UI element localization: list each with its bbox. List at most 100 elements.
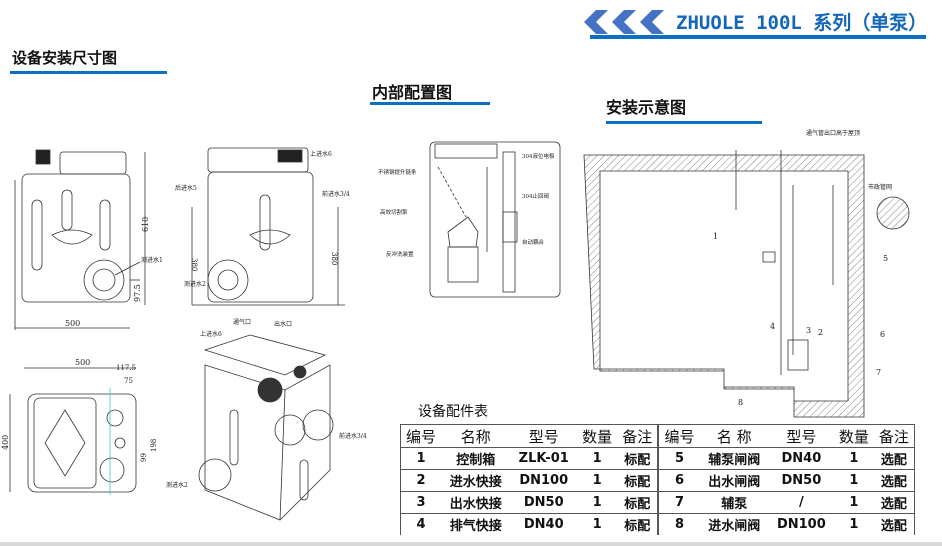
cell: / bbox=[768, 491, 834, 514]
label-vent-note: 通气管出口高于屋顶 bbox=[806, 129, 860, 137]
cell: 1 bbox=[833, 447, 874, 470]
chevrons-icon bbox=[584, 10, 664, 34]
dim-75: 75 bbox=[124, 377, 133, 385]
label-outlet: 出水口 bbox=[274, 320, 292, 328]
bottom-bar bbox=[0, 542, 942, 546]
cell: DN40 bbox=[510, 513, 578, 535]
cell: 辅泵 bbox=[699, 491, 769, 514]
cell: 1 bbox=[833, 469, 874, 492]
cell: DN50 bbox=[510, 491, 578, 514]
cell: 3 bbox=[400, 491, 442, 514]
dim-99: 99 bbox=[140, 453, 148, 462]
label-rear-inlet: 后进水5 bbox=[175, 184, 197, 192]
dimension-drawings: 500 610 97.5 测进水1 上进水6 后进水5 前进水3/4 测进水2 … bbox=[1, 147, 367, 521]
dim-top-width: 500 bbox=[75, 358, 90, 367]
dim-height: 610 bbox=[141, 217, 150, 232]
cell: 1 bbox=[400, 447, 442, 470]
cell: 选配 bbox=[873, 491, 915, 514]
label-vent: 通气口 bbox=[233, 318, 251, 326]
cell: 4 bbox=[400, 513, 442, 535]
label-iso-side-inlet2: 测进水2 bbox=[166, 481, 188, 489]
iso-view: 通气口 出水口 上进水6 前进水3/4 测进水2 bbox=[166, 318, 367, 521]
col-header: 编号 bbox=[657, 424, 700, 448]
cell: 排气快接 bbox=[441, 513, 511, 535]
parts-table-title: 设备配件表 bbox=[418, 404, 488, 420]
cell: 进水闸阀 bbox=[699, 513, 769, 535]
label-coupling: 自动耦合 bbox=[522, 238, 545, 246]
col-header: 名 称 bbox=[699, 424, 769, 448]
table-header-row: 编号 名称 型号 数量 备注 编号 名 称 型号 数量 备注 bbox=[400, 424, 915, 448]
section-underline bbox=[10, 71, 167, 74]
label-level: 304液位电极 bbox=[522, 152, 555, 160]
cell: 标配 bbox=[617, 447, 659, 470]
dim-198: 198 bbox=[150, 439, 158, 452]
cell: 选配 bbox=[873, 447, 915, 470]
cell: ZLK-01 bbox=[510, 447, 578, 470]
callout-2: 2 bbox=[818, 328, 823, 337]
cell: 5 bbox=[657, 447, 700, 470]
col-header: 编号 bbox=[400, 424, 442, 448]
label-side-inlet2: 测进水2 bbox=[184, 280, 206, 288]
callout-5: 5 bbox=[883, 254, 888, 263]
section-title-install: 安装示意图 bbox=[606, 98, 687, 117]
cell: 选配 bbox=[873, 513, 915, 535]
dim-offset: 97.5 bbox=[133, 284, 142, 302]
cell: 8 bbox=[657, 513, 700, 535]
callout-3: 3 bbox=[806, 326, 811, 335]
callout-7: 7 bbox=[876, 368, 881, 377]
label-chain: 不锈钢提升链条 bbox=[378, 168, 417, 176]
cell: 1 bbox=[577, 469, 618, 492]
label-side-inlet1: 测进水1 bbox=[141, 256, 163, 264]
cell: 选配 bbox=[873, 469, 915, 492]
title-underline bbox=[590, 35, 926, 39]
cell: DN100 bbox=[510, 469, 578, 492]
cell: 2 bbox=[400, 469, 442, 492]
cell: 标配 bbox=[617, 491, 659, 514]
section-underline bbox=[370, 102, 490, 105]
cell: 标配 bbox=[617, 513, 659, 535]
dim-h-left: 380 bbox=[190, 258, 198, 271]
callout-4: 4 bbox=[770, 322, 775, 331]
cell: 出水闸阀 bbox=[699, 469, 769, 492]
cell: DN100 bbox=[768, 513, 834, 535]
label-top-inlet: 上进水6 bbox=[310, 150, 332, 158]
label-municipal: 市政管网 bbox=[868, 183, 892, 191]
cell: 1 bbox=[833, 513, 874, 535]
cell: 1 bbox=[577, 513, 618, 535]
cell: 1 bbox=[577, 447, 618, 470]
side-view: 上进水6 后进水5 前进水3/4 测进水2 380 380 bbox=[175, 147, 350, 306]
cell: 6 bbox=[657, 469, 700, 492]
label-iso-front-inlet: 前进水3/4 bbox=[339, 432, 367, 440]
label-check-valve: 304止回阀 bbox=[522, 192, 549, 200]
cell: DN40 bbox=[768, 447, 834, 470]
top-view: 500 400 117.5 75 198 99 bbox=[1, 358, 158, 495]
col-header: 数量 bbox=[833, 424, 874, 448]
section-title-internal: 内部配置图 bbox=[372, 83, 453, 102]
cell: 1 bbox=[833, 491, 874, 514]
dim-top-depth: 400 bbox=[1, 435, 10, 450]
cell: 出水快接 bbox=[441, 491, 511, 514]
cell: 控制箱 bbox=[441, 447, 511, 470]
label-iso-top-inlet: 上进水6 bbox=[200, 330, 222, 338]
col-header: 备注 bbox=[617, 424, 659, 448]
callout-1: 1 bbox=[713, 232, 718, 241]
callout-6: 6 bbox=[880, 330, 885, 339]
front-view: 500 610 97.5 测进水1 bbox=[14, 149, 163, 330]
cell: DN50 bbox=[768, 469, 834, 492]
cell: 1 bbox=[577, 491, 618, 514]
section-title-dimensions: 设备安装尺寸图 bbox=[12, 49, 118, 67]
cell: 标配 bbox=[617, 469, 659, 492]
cell: 进水快接 bbox=[441, 469, 511, 492]
cell: 7 bbox=[657, 491, 700, 514]
label-front-inlet: 前进水3/4 bbox=[322, 190, 350, 198]
col-header: 备注 bbox=[873, 424, 915, 448]
label-pump: 高效切割泵 bbox=[380, 208, 408, 216]
col-header: 名称 bbox=[441, 424, 511, 448]
section-underline bbox=[606, 121, 762, 124]
